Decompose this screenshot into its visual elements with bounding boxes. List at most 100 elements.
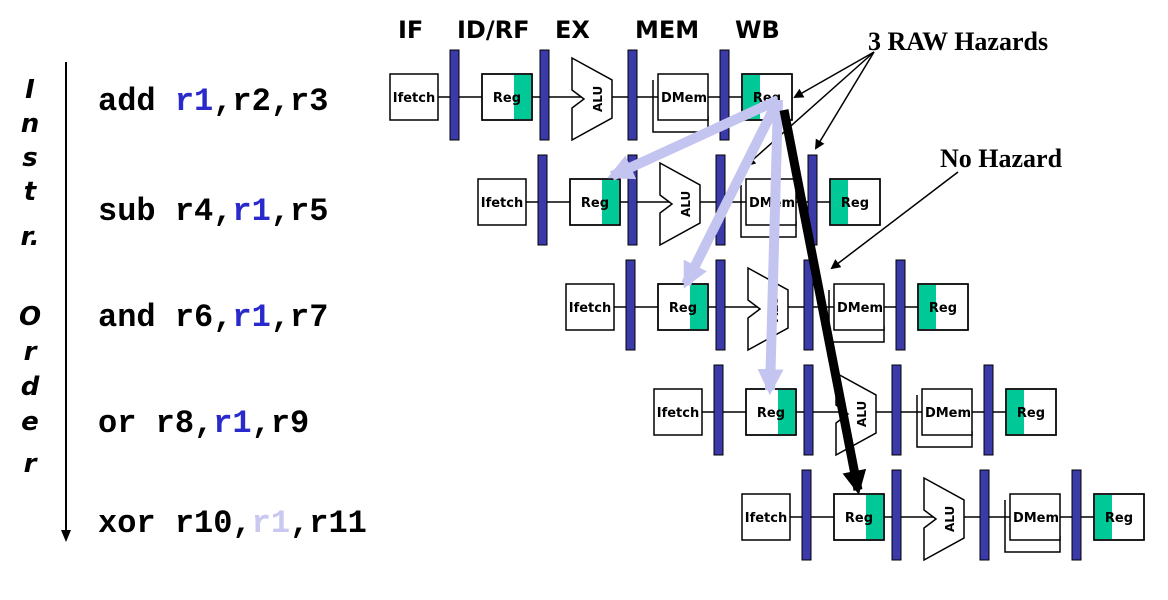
pipeline-register-bar (539, 49, 550, 141)
ifetch-label: Ifetch (569, 301, 612, 316)
alu-label: ALU (943, 506, 957, 532)
ifetch-label: Ifetch (745, 511, 788, 526)
pipeline-register-bar (627, 49, 638, 141)
pipeline-register-bar (1071, 469, 1082, 561)
ifetch-label: Ifetch (481, 196, 524, 211)
instr-order-letter: O (19, 302, 41, 332)
instr-sep2: , (271, 299, 290, 336)
instruction-1: sub r4,r1,r5 (98, 193, 328, 230)
instr-order-letter: r. (21, 222, 40, 252)
reg-box: Reg (481, 73, 533, 121)
instr-sep1: , (213, 299, 232, 336)
ifetch-box: Ifetch (477, 178, 527, 226)
instr-dest: r1 (175, 83, 213, 120)
annotations: 3 RAW Hazards No Hazard (745, 27, 1063, 270)
pipeline-register-bar (803, 259, 814, 351)
instr-src2: r3 (290, 83, 328, 120)
instr-sep1: , (213, 193, 232, 230)
no-hazard-arrow-xor (779, 109, 867, 495)
pipeline-row-4: Ifetch Reg ALU DMem Reg (741, 469, 1145, 562)
reg-box: Reg (569, 178, 621, 226)
instr-dest: r10 (175, 505, 233, 542)
hazard-pointer-line (745, 51, 875, 167)
stage-label-ex: EX (555, 16, 590, 44)
instr-sep2: , (271, 193, 290, 230)
instr-src2: r11 (309, 505, 367, 542)
stage-header: IF ID/RF EX MEM WB (398, 16, 780, 44)
pipeline-register-bar (801, 469, 812, 561)
instr-order-letter: r (24, 449, 39, 479)
instr-op: add (98, 83, 156, 120)
order-axis-arrowhead (61, 530, 71, 542)
alu-label: ALU (855, 401, 869, 427)
instr-op: sub (98, 193, 156, 230)
instr-sep1: , (232, 505, 251, 542)
instr-sep1: , (213, 83, 232, 120)
reg-label: Reg (1017, 406, 1045, 421)
raw-hazard-arrow-and (681, 97, 783, 289)
dmem-label: DMem (925, 406, 971, 421)
reg-label: Reg (841, 196, 869, 211)
instr-order-letter: n (21, 109, 40, 139)
no-hazard-label: No Hazard (940, 144, 1063, 173)
instr-src1: r2 (232, 83, 270, 120)
ifetch-label: Ifetch (393, 91, 436, 106)
instr-order-letter: d (21, 372, 40, 402)
instr-sep2: , (271, 83, 290, 120)
hazard-pointer-line (793, 51, 875, 98)
reg-box: Reg (1093, 493, 1145, 541)
instr-dest: r8 (156, 405, 194, 442)
ifetch-label: Ifetch (657, 406, 700, 421)
alu-unit: ALU (923, 476, 965, 562)
pipeline-row-3: Ifetch Reg ALU DMem Reg (653, 364, 1057, 457)
reg-box: Reg (833, 493, 885, 541)
instr-order-letter: s (22, 143, 37, 173)
instr-dest: r4 (175, 193, 213, 230)
pipeline-register-bar (625, 259, 636, 351)
pipeline-register-bar (895, 259, 906, 351)
dmem-box: DMem (740, 178, 797, 238)
instruction-2: and r6,r1,r7 (98, 299, 328, 336)
instr-src1: r1 (213, 405, 251, 442)
raw-hazard-arrow-or (757, 99, 784, 396)
instr-src2: r9 (271, 405, 309, 442)
instruction-0: add r1,r2,r3 (98, 83, 328, 120)
instr-op: and (98, 299, 156, 336)
stage-label-if: IF (398, 16, 423, 44)
raw-hazards-label: 3 RAW Hazards (868, 27, 1048, 56)
reg-label: Reg (929, 301, 957, 316)
pipeline-register-bar (719, 49, 730, 141)
alu-label: ALU (679, 191, 693, 217)
instr-op: or (98, 405, 156, 442)
stage-label-wb: WB (735, 16, 780, 44)
instr-order-letter: e (21, 407, 39, 437)
reg-box: Reg (657, 283, 709, 331)
pipeline-register-bar (713, 364, 724, 456)
ifetch-box: Ifetch (565, 283, 615, 331)
reg-box: Reg (745, 388, 797, 436)
instr-sep2: , (290, 505, 309, 542)
reg-box: Reg (1005, 388, 1057, 436)
pipeline-register-bar (715, 259, 726, 351)
instr-src1: r1 (232, 299, 270, 336)
pipeline-register-bar (891, 364, 902, 456)
dmem-box: DMem (828, 283, 885, 343)
dmem-label: DMem (837, 301, 883, 316)
pipeline-register-bar (627, 154, 638, 246)
instr-sep1: , (194, 405, 213, 442)
instr-src1: r1 (252, 505, 290, 542)
ifetch-box: Ifetch (389, 73, 439, 121)
stage-label-id-rf: ID/RF (457, 16, 530, 44)
pipeline-register-bar (891, 469, 902, 561)
stage-label-mem: MEM (635, 16, 699, 44)
instr-order-letter: r (24, 337, 39, 367)
pipeline-register-bar (979, 469, 990, 561)
dmem-label: DMem (1013, 511, 1059, 526)
instr-src2: r5 (290, 193, 328, 230)
dmem-box: DMem (916, 388, 973, 448)
reg-label: Reg (493, 91, 521, 106)
hazard-pointer-line (814, 51, 875, 150)
pipeline-register-bar (449, 49, 460, 141)
reg-label: Reg (581, 196, 609, 211)
